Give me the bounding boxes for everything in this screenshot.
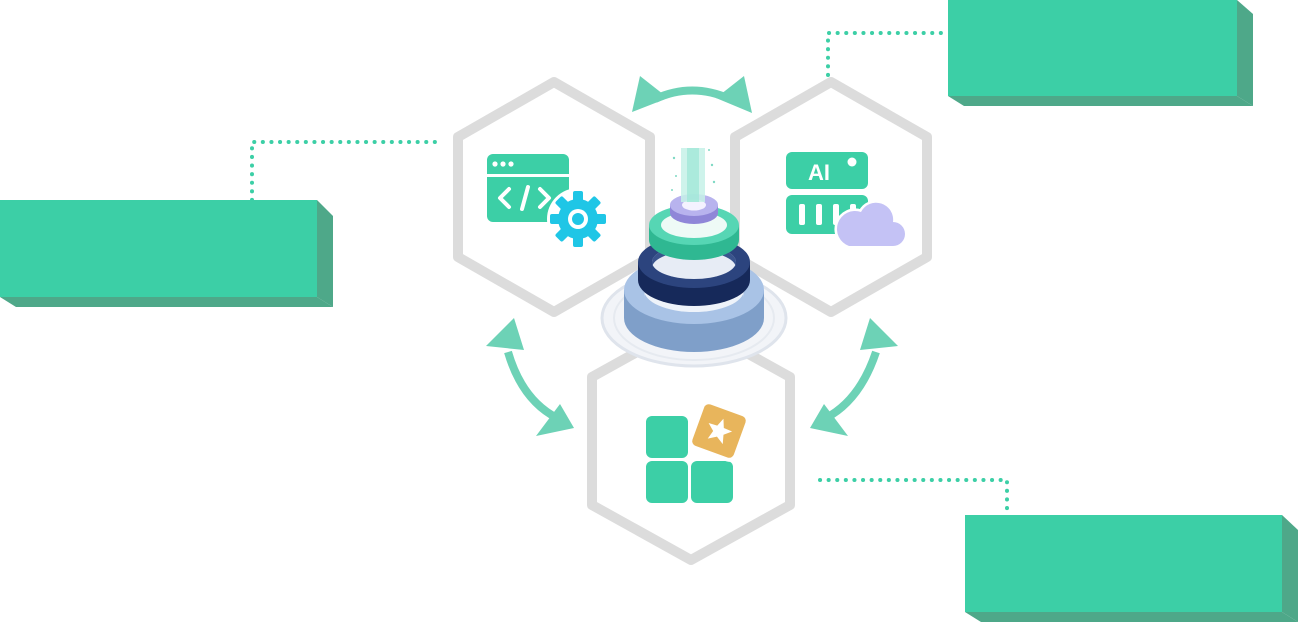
connector-bottom-right xyxy=(818,478,1009,517)
connector-top-right xyxy=(826,31,950,77)
star-badge-icon xyxy=(688,400,750,462)
app-grid-star-icon xyxy=(646,400,750,503)
ai-server-cloud-icon: AI xyxy=(786,152,908,249)
callout-box-left xyxy=(0,200,333,307)
arrow-right xyxy=(810,318,898,436)
arrow-left xyxy=(486,318,574,436)
callout-box-bottom-right xyxy=(965,515,1298,622)
connector-left xyxy=(250,140,442,202)
ai-badge-text: AI xyxy=(808,160,830,185)
stacked-rings-hub-icon xyxy=(600,148,788,368)
arrow-top xyxy=(632,76,752,113)
callout-box-top-right xyxy=(948,0,1253,106)
code-window-gear-icon xyxy=(487,154,609,250)
